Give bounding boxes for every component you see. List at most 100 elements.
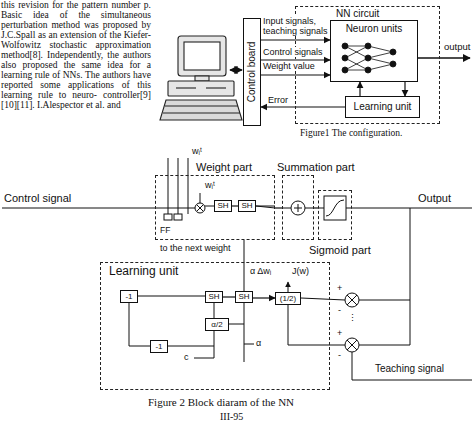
output-wire (418, 57, 470, 58)
neuron-network-symbol (342, 67, 348, 73)
learning-unit-wires (194, 346, 214, 358)
connector (261, 106, 345, 107)
summation-symbol (282, 208, 291, 209)
neuron-network-symbol (368, 58, 393, 64)
parameter-label: α (256, 338, 261, 348)
text-holder: SH (238, 292, 249, 301)
box-label: α/2 (211, 320, 222, 329)
neuron-network-symbol (365, 67, 371, 73)
learning-unit-wires (244, 344, 254, 345)
weight-symbol: wᵢᵗ (205, 180, 215, 190)
sample-hold-box: SH (238, 200, 256, 212)
sign-label: + (337, 283, 342, 293)
sign-label: + (337, 328, 342, 338)
figure-caption: Figure1 The configuration. (300, 128, 402, 138)
part-heading: Weight part (196, 161, 252, 173)
weight-part-wires (188, 158, 189, 214)
weight-part-wires (195, 203, 205, 213)
neuron-network-symbol (345, 46, 368, 58)
signal-label: Error (268, 95, 288, 105)
sample-hold-box: SH (205, 291, 223, 303)
comparator-symbol (345, 293, 359, 307)
sign-label: - (338, 305, 341, 315)
weight-part-wires (164, 214, 172, 220)
label-holder: + (337, 328, 342, 338)
feedback-wires (352, 208, 472, 380)
figure-caption: Figure 2 Block diaram of the NN (148, 396, 294, 408)
signal-label: Output (418, 192, 451, 204)
text-holder: (1/2) (280, 294, 296, 303)
label-holder: output (444, 42, 470, 53)
feedback-wires (359, 300, 410, 301)
learning-unit-box: Learning unit (345, 96, 420, 118)
neuron-network-symbol (365, 43, 371, 49)
neuron-network-symbol (368, 52, 393, 58)
label-holder: + (337, 283, 342, 293)
weight-part-wires (244, 240, 245, 291)
box-label: -1 (125, 292, 132, 301)
weight-part-wires (2, 158, 275, 291)
sigmoid-part-region: Sigmoid part (318, 190, 352, 240)
neuron-network-symbol (345, 70, 368, 71)
neuron-network-symbol (368, 46, 393, 52)
neuron-network-symbol (390, 61, 396, 67)
summation-symbol (298, 204, 299, 212)
neuron-units-box: Neuron units (330, 20, 418, 82)
learning-unit-wires (301, 298, 345, 300)
learning-unit-region: Learning unit -1 SH SH α/2 (1/2) -1 (100, 262, 330, 390)
data-link-arrow (230, 69, 242, 70)
text-holder: SH (217, 201, 228, 210)
weight-symbol: wᵢᵗ (192, 146, 202, 156)
neuron-network-symbol (390, 49, 396, 55)
feedback-wires (410, 208, 411, 345)
parameter-label: c (184, 352, 189, 362)
computer-illustration (176, 87, 196, 88)
weight-part-wires (2, 208, 195, 209)
box-label: (1/2) (280, 294, 296, 303)
sigmoid-symbol (324, 196, 346, 220)
weight-part-wires (168, 158, 169, 214)
edge-label-holder: Control signals (263, 47, 323, 57)
label-holder: ⋮ (348, 313, 357, 323)
gain-box: (1/2) (275, 292, 301, 305)
computer-illustration (168, 81, 234, 96)
text-holder: Sigmoid part (309, 244, 371, 257)
sample-hold-box: SH (214, 200, 232, 212)
feedback-wires (352, 352, 472, 380)
label-holder: III-95 (220, 411, 243, 423)
summation-symbol (291, 201, 305, 215)
inverter-box: -1 (120, 290, 138, 303)
computer-illustration (178, 36, 226, 76)
label-holder: to the next weight (160, 243, 231, 253)
box-label: -1 (155, 342, 162, 351)
computer-illustration (206, 87, 226, 88)
weight-part-wires (197, 205, 203, 211)
comparator-symbol (345, 293, 359, 352)
data-link-arrow (230, 69, 242, 70)
computer-illustration (184, 42, 220, 70)
connector (275, 207, 282, 208)
label-holder: FF (160, 226, 170, 236)
learning-unit-wires (214, 303, 215, 318)
box-label: SH (238, 292, 249, 301)
text-holder: Control board (246, 42, 258, 103)
label-holder: Control signal (4, 192, 71, 205)
label-holder: Teaching signal (375, 363, 444, 375)
inverter-box: -1 (150, 340, 168, 353)
page-number: III-95 (220, 411, 243, 422)
text-holder: NN circuit (336, 8, 379, 20)
comparator-symbol (345, 338, 359, 352)
text-holder: Neuron units (346, 23, 403, 35)
box-label: SH (241, 201, 252, 210)
signal-label: J(w) (292, 266, 309, 276)
label-holder: c (184, 352, 189, 362)
neuron-network-symbol (368, 64, 393, 70)
signal-label: Teaching signal (375, 363, 444, 374)
part-heading: NN circuit (336, 8, 379, 19)
learning-unit-wires (129, 303, 150, 346)
neuron-network-symbol (342, 43, 348, 49)
part-heading: Learning unit (109, 264, 178, 278)
control-board-box: Control board (243, 18, 261, 126)
signal-label: output (444, 41, 470, 52)
